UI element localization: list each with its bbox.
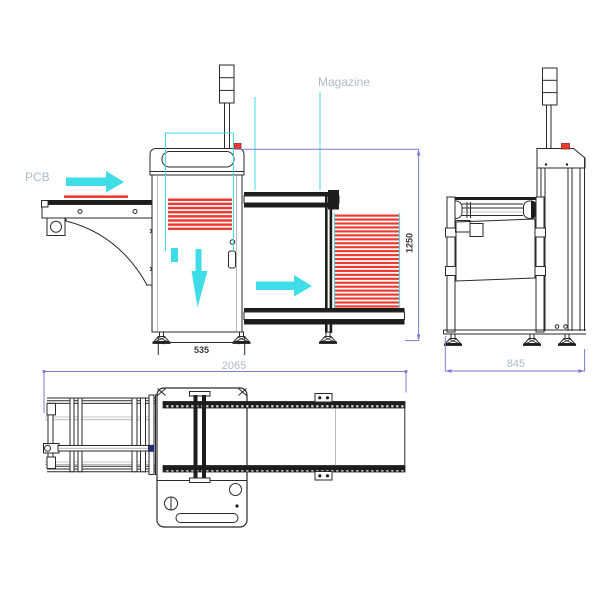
pcb-line bbox=[168, 202, 232, 206]
pcb-line bbox=[335, 238, 399, 241]
pcb-line bbox=[335, 273, 399, 276]
pcb-line bbox=[335, 289, 399, 292]
control-area-top bbox=[164, 483, 242, 523]
pcb-line bbox=[335, 301, 399, 304]
width-adjust-screw bbox=[43, 443, 155, 454]
pcb-line bbox=[335, 277, 399, 280]
leveling-foot bbox=[557, 333, 577, 347]
dimensions: 535 1250 2065 845 bbox=[42, 148, 586, 413]
sensor-mark bbox=[171, 248, 178, 262]
magazine-pcb-stack bbox=[335, 214, 399, 308]
pcb-label: PCB bbox=[25, 170, 50, 184]
upper-rail bbox=[243, 190, 340, 210]
pcb-line bbox=[335, 242, 399, 245]
pcb-line bbox=[335, 234, 399, 237]
dim-1250: 1250 bbox=[405, 233, 415, 253]
top-view bbox=[43, 387, 406, 528]
pcb-line bbox=[168, 198, 232, 201]
dim-machine-height: 1250 bbox=[234, 148, 421, 342]
pcb-line bbox=[168, 206, 232, 210]
pcb-flow-arrow bbox=[66, 171, 124, 193]
signal-tower bbox=[219, 64, 235, 149]
pcb-line bbox=[335, 250, 399, 253]
door-handle bbox=[228, 250, 236, 269]
pcb-line bbox=[335, 269, 399, 272]
leveling-foot bbox=[443, 333, 463, 347]
roller bbox=[50, 220, 62, 233]
front-view: PCB bbox=[25, 64, 405, 345]
lower-rail bbox=[243, 308, 405, 325]
pcb-line bbox=[168, 210, 232, 214]
knob bbox=[229, 483, 242, 496]
pcb-line bbox=[335, 265, 399, 269]
head-unit bbox=[536, 148, 586, 169]
inner-panel bbox=[455, 218, 536, 282]
pcb-line bbox=[335, 226, 399, 229]
dim-2065: 2065 bbox=[222, 360, 246, 372]
pcb-line bbox=[335, 305, 399, 308]
pcb-line bbox=[335, 285, 399, 288]
pcb-line bbox=[335, 293, 399, 296]
pcb-line bbox=[335, 254, 399, 257]
roller-bracket bbox=[46, 217, 66, 236]
pcb-line bbox=[335, 261, 399, 265]
pcb-line bbox=[335, 297, 399, 300]
infeed-arm-top bbox=[43, 394, 162, 475]
side-frame bbox=[443, 196, 586, 347]
dim-total-length: 2065 bbox=[42, 360, 408, 413]
magazine-label: Magazine bbox=[318, 75, 370, 89]
machine-pcb-stack bbox=[168, 198, 232, 231]
pcb-line bbox=[335, 246, 399, 249]
dim-machine-width: 535 bbox=[157, 336, 246, 355]
pcb-line bbox=[335, 214, 399, 217]
conveyor-belts-top bbox=[162, 393, 406, 481]
pcb-line bbox=[335, 218, 399, 221]
loader-cabinet bbox=[149, 64, 251, 345]
pcb-line bbox=[168, 223, 232, 226]
pcb-line bbox=[335, 281, 399, 284]
signal-tower-side bbox=[542, 67, 558, 149]
pcb-line bbox=[168, 219, 232, 222]
pcb-line bbox=[168, 227, 232, 231]
alarm-button bbox=[233, 143, 242, 150]
transfer-flow-arrow bbox=[256, 275, 312, 297]
leveling-foot bbox=[522, 333, 542, 347]
dim-845: 845 bbox=[507, 358, 525, 370]
support-post bbox=[318, 192, 338, 345]
pcb-line bbox=[335, 257, 399, 261]
motor-box bbox=[469, 223, 484, 237]
dim-535: 535 bbox=[194, 345, 209, 355]
down-flow-arrow bbox=[191, 249, 208, 308]
alarm-button-side bbox=[561, 143, 570, 150]
door-lock bbox=[229, 239, 236, 245]
infeed-conveyor bbox=[41, 195, 159, 286]
pcb-line bbox=[335, 222, 399, 225]
pcb-line bbox=[335, 230, 399, 233]
magazine-guide-top bbox=[189, 391, 211, 483]
full-magazine bbox=[333, 213, 401, 308]
dim-machine-depth: 845 bbox=[444, 336, 586, 373]
cap-handle-recess bbox=[161, 151, 235, 168]
handle-slot bbox=[175, 513, 239, 523]
conveyor-cross-section bbox=[447, 197, 540, 219]
magazine-position-outline bbox=[165, 132, 234, 251]
support-bracket bbox=[65, 218, 158, 286]
pcb-board bbox=[64, 195, 128, 198]
pcb-line bbox=[168, 215, 232, 218]
side-view bbox=[443, 67, 586, 347]
